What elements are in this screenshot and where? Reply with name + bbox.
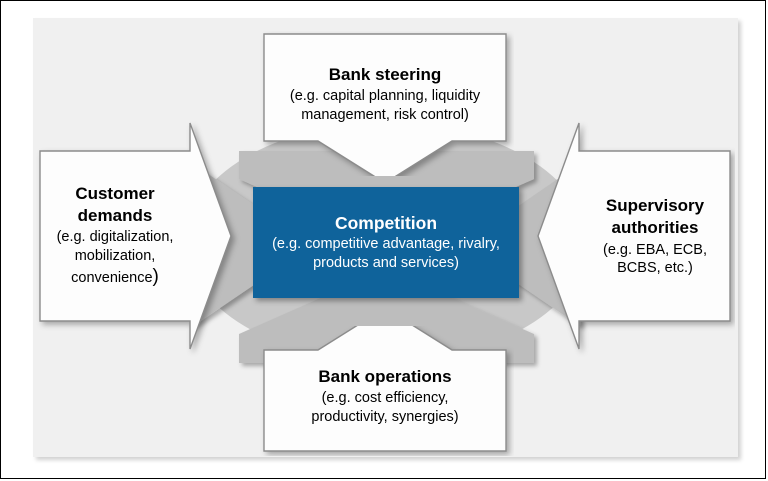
- customer-demands-arrow-shape: [39, 122, 232, 350]
- node-title-line2: authorities: [611, 218, 699, 238]
- node-subtitle-line1: (e.g. digitalization,: [56, 229, 174, 246]
- node-bank-operations[interactable]: Bank operations (e.g. cost efficiency, p…: [263, 344, 507, 450]
- node-competition-center[interactable]: Competition (e.g. competitive advantage,…: [253, 187, 519, 298]
- node-subtitle-line3-text: convenience: [71, 270, 153, 287]
- node-subtitle-line1: (e.g. capital planning, liquidity: [289, 88, 481, 105]
- node-title: Bank steering: [328, 65, 442, 85]
- node-title-line1: Customer: [75, 184, 155, 204]
- node-subtitle-line3-close: ): [152, 266, 159, 288]
- node-subtitle-line1: (e.g. EBA, ECB,: [603, 241, 707, 258]
- node-subtitle-line2: BCBS, etc.): [617, 260, 693, 277]
- center-subtitle-line1: (e.g. competitive advantage, rivalry,: [272, 235, 500, 252]
- node-title: Bank operations: [318, 367, 452, 387]
- node-subtitle-line2: mobilization,: [74, 247, 156, 264]
- gray-arrow-bottom: [239, 269, 534, 363]
- node-title-line1: Supervisory: [605, 196, 705, 216]
- center-title: Competition: [334, 212, 438, 233]
- bank-steering-arrow-shape: [263, 33, 507, 176]
- node-subtitle-line1: (e.g. cost efficiency,: [321, 390, 449, 407]
- node-customer-demands[interactable]: Customer demands (e.g. digitalization, m…: [39, 148, 191, 326]
- center-subtitle-line2: products and services): [313, 254, 459, 271]
- node-supervisory-authorities[interactable]: Supervisory authorities (e.g. EBA, ECB, …: [579, 148, 731, 326]
- node-subtitle-line3: convenience): [71, 265, 159, 289]
- node-subtitle-line2: productivity, synergies): [311, 409, 459, 426]
- bank-operations-arrow-shape: [263, 326, 507, 452]
- node-subtitle-line2: management, risk control): [301, 107, 469, 124]
- node-title-line2: demands: [77, 206, 153, 226]
- supervisory-authorities-arrow-shape: [537, 122, 731, 350]
- node-bank-steering[interactable]: Bank steering (e.g. capital planning, li…: [263, 33, 507, 157]
